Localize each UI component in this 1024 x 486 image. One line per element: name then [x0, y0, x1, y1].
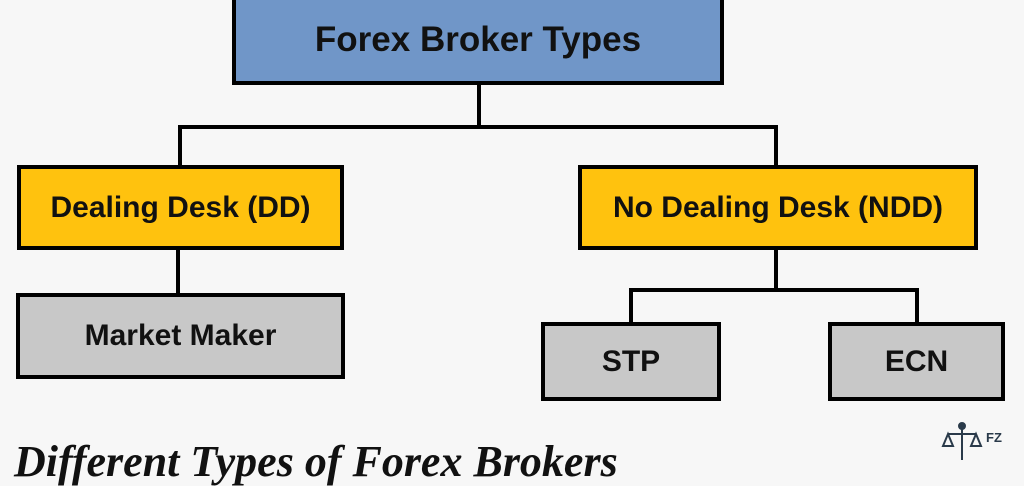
- logo-text: FZ: [986, 430, 1002, 445]
- connector-lines: [176, 83, 919, 324]
- caption-title: Different Types of Forex Brokers: [14, 437, 618, 486]
- node-forex-broker-types: Forex Broker Types: [232, 0, 724, 85]
- diagram-canvas: Forex Broker Types Dealing Desk (DD) No …: [14, 0, 1005, 484]
- node-stp: STP: [541, 322, 721, 401]
- node-ecn: ECN: [828, 322, 1005, 401]
- node-dealing-desk: Dealing Desk (DD): [17, 165, 344, 250]
- scales-of-justice-icon: FZ: [941, 422, 1002, 460]
- node-market-maker: Market Maker: [16, 293, 345, 379]
- node-no-dealing-desk: No Dealing Desk (NDD): [578, 165, 978, 250]
